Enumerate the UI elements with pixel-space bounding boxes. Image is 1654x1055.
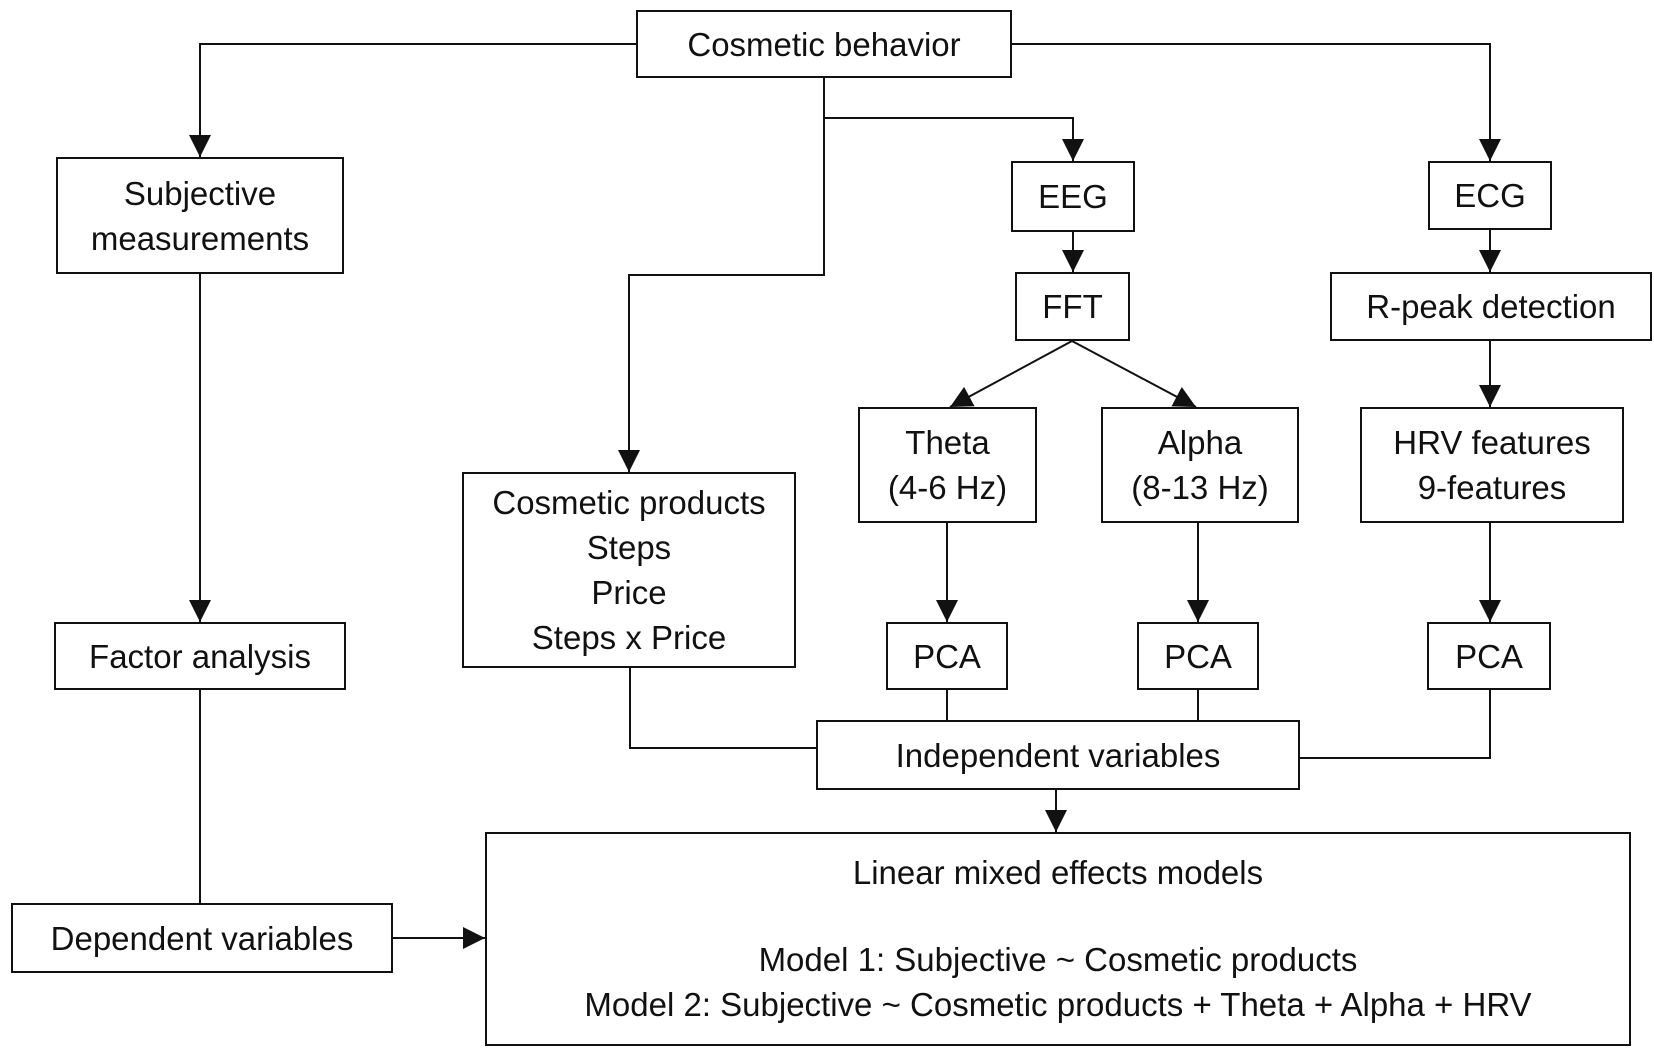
- node-subjective-label-line2: measurements: [90, 219, 310, 257]
- node-subjective-measurements: Subjective measurements: [56, 157, 344, 274]
- node-cosmetic-behavior: Cosmetic behavior: [636, 10, 1012, 78]
- node-pca-alpha: PCA: [1137, 622, 1259, 690]
- node-ecg: ECG: [1428, 161, 1552, 230]
- node-alpha: Alpha (8-13 Hz): [1101, 407, 1299, 523]
- node-lme-title: Linear mixed effects models: [852, 854, 1264, 891]
- edge-pca-hrv-to-independent: [1300, 690, 1491, 759]
- node-products-label-line2: Steps: [586, 529, 672, 566]
- node-dependent-variables: Dependent variables: [11, 903, 393, 973]
- edge-behavior-to-products: [618, 118, 825, 472]
- node-r-peak-label: R-peak detection: [1366, 288, 1616, 325]
- edge-fft-to-theta: [949, 340, 1073, 408]
- node-theta: Theta (4-6 Hz): [858, 407, 1037, 523]
- node-ecg-label: ECG: [1454, 177, 1526, 214]
- node-linear-mixed-effects-models: Linear mixed effects models Model 1: Sub…: [485, 832, 1631, 1046]
- node-dependent-variables-label: Dependent variables: [50, 919, 354, 957]
- node-fft: FFT: [1015, 272, 1130, 341]
- node-theta-label-line2: (4-6 Hz): [887, 469, 1008, 506]
- node-lme-model1: Model 1: Subjective ~ Cosmetic products: [758, 941, 1358, 978]
- node-fft-label: FFT: [1042, 288, 1103, 325]
- edge-behavior-to-subjective: [189, 43, 636, 157]
- node-cosmetic-behavior-label: Cosmetic behavior: [687, 25, 961, 63]
- node-cosmetic-products: Cosmetic products Steps Price Steps x Pr…: [462, 472, 796, 668]
- node-products-label-line3: Price: [591, 574, 667, 611]
- node-hrv-features: HRV features 9-features: [1360, 407, 1624, 523]
- node-eeg-label: EEG: [1038, 178, 1108, 215]
- node-pca-hrv-label: PCA: [1455, 637, 1523, 675]
- node-subjective-label-line1: Subjective: [123, 174, 277, 212]
- node-pca-alpha-label: PCA: [1164, 637, 1232, 675]
- node-alpha-label-line1: Alpha: [1157, 424, 1243, 461]
- node-factor-analysis: Factor analysis: [54, 622, 346, 690]
- node-r-peak-detection: R-peak detection: [1330, 272, 1652, 341]
- edge-products-to-independent: [629, 668, 816, 749]
- node-products-label-line1: Cosmetic products: [492, 484, 766, 521]
- node-factor-analysis-label: Factor analysis: [89, 637, 311, 675]
- node-pca-hrv: PCA: [1427, 622, 1551, 690]
- node-hrv-label-line1: HRV features: [1393, 424, 1591, 461]
- node-theta-label-line1: Theta: [905, 424, 990, 461]
- node-pca-theta: PCA: [886, 622, 1008, 690]
- node-eeg: EEG: [1011, 161, 1135, 232]
- edge-fft-to-alpha: [1071, 340, 1197, 408]
- node-hrv-label-line2: 9-features: [1417, 469, 1567, 506]
- node-independent-variables-label: Independent variables: [895, 736, 1221, 774]
- node-independent-variables: Independent variables: [816, 720, 1300, 790]
- node-pca-theta-label: PCA: [913, 637, 981, 675]
- node-products-label-line4: Steps x Price: [531, 619, 727, 656]
- node-alpha-label-line2: (8-13 Hz): [1131, 469, 1269, 506]
- edge-behavior-to-eeg: [823, 78, 1084, 161]
- node-lme-model2: Model 2: Subjective ~ Cosmetic products …: [584, 986, 1532, 1023]
- edge-behavior-to-ecg: [1012, 43, 1501, 161]
